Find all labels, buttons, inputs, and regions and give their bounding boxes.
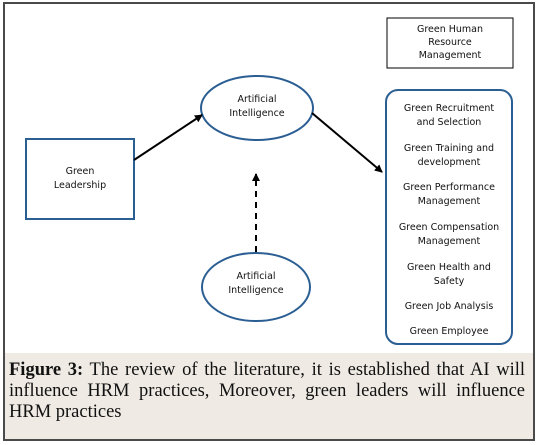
green-leadership-box — [25, 138, 135, 220]
practice-item: Green Compensation Management — [398, 222, 500, 247]
ai-ellipse-top — [200, 75, 314, 141]
practice-item: Green Job Analysis — [404, 301, 494, 312]
figure-frame — [3, 2, 535, 441]
arrow-leadership-to-ai — [133, 114, 203, 161]
arrow-ai-to-practices — [311, 112, 383, 173]
practice-item: Green Training and development — [403, 143, 495, 168]
ai-top-label: Artificial Intelligence — [229, 94, 285, 119]
practice-item: Green Performance Management — [403, 182, 495, 207]
ghrm-label: Green Human Resource Management — [416, 24, 484, 61]
ai-bottom-label: Artificial Intelligence — [228, 271, 284, 296]
practices-box — [385, 89, 513, 345]
caption-label: Figure 3: — [9, 360, 84, 380]
practice-item: Green Health and Safety — [407, 262, 491, 287]
practice-item: Green Recruitment and Selection — [403, 103, 495, 128]
ghrm-box — [386, 17, 514, 69]
green-leadership-label: Green Leadership — [53, 166, 107, 191]
ai-ellipse-bottom — [201, 252, 311, 322]
caption-background — [5, 353, 533, 439]
practice-item: Green Employee — [409, 326, 489, 337]
caption-text: The review of the literature, it is esta… — [9, 360, 525, 422]
figure-caption: Figure 3: The review of the literature, … — [9, 360, 525, 423]
